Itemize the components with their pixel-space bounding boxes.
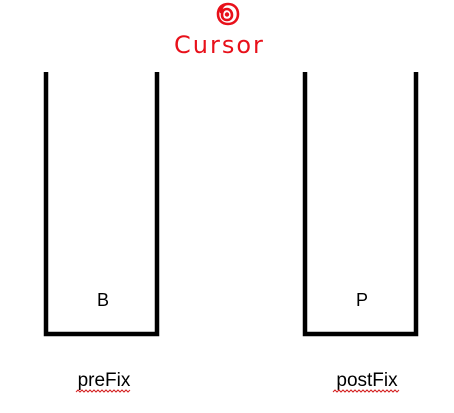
postfix-spellcheck-underline	[332, 389, 400, 393]
postfix-stack: P	[302, 72, 419, 337]
prefix-stack: B	[43, 72, 160, 337]
postfix-stack-outline	[302, 72, 419, 337]
cursor-marker: Cursor	[174, 2, 265, 59]
postfix-stack-item: P	[356, 290, 368, 310]
cursor-label: Cursor	[174, 31, 265, 59]
cursor-icon	[216, 2, 240, 26]
prefix-stack-item: B	[97, 290, 109, 310]
prefix-spellcheck-underline	[75, 389, 131, 393]
postfix-label-group: postFix	[332, 370, 400, 393]
prefix-stack-outline	[43, 72, 160, 337]
prefix-stack-label: preFix	[78, 370, 131, 391]
prefix-label-group: preFix	[75, 370, 131, 393]
postfix-stack-label: postFix	[336, 370, 398, 391]
